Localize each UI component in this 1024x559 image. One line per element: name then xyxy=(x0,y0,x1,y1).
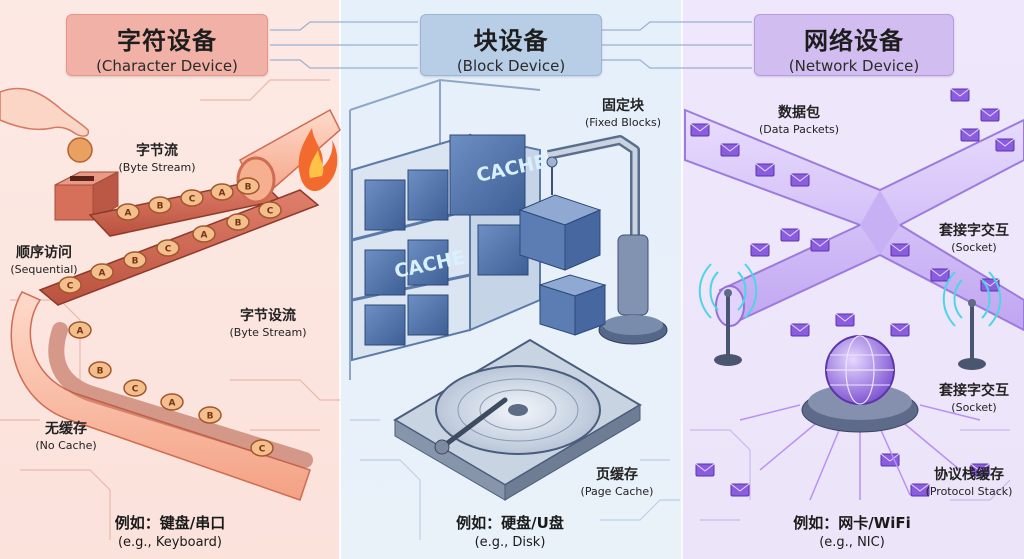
svg-text:A: A xyxy=(169,399,176,409)
storage-rack xyxy=(351,133,541,362)
svg-text:C: C xyxy=(67,282,74,292)
svg-text:C: C xyxy=(132,385,139,395)
character-device-title: 字符设备 (Character Device) xyxy=(66,14,268,76)
byte-coin: A xyxy=(210,183,234,201)
byte-coin: B xyxy=(148,196,172,214)
envelope-icon xyxy=(720,143,740,157)
label-page-cache: 页缓存 (Page Cache) xyxy=(580,467,654,498)
title-en: (Block Device) xyxy=(456,57,566,75)
network-device-title: 网络设备 (Network Device) xyxy=(754,14,954,76)
panel-divider xyxy=(681,0,683,559)
byte-coin: B xyxy=(88,361,112,379)
svg-text:A: A xyxy=(125,209,132,219)
antenna-left xyxy=(698,263,758,366)
svg-text:C: C xyxy=(165,245,172,255)
svg-text:B: B xyxy=(97,367,104,377)
byte-coin: C xyxy=(180,189,204,207)
svg-text:B: B xyxy=(157,202,164,212)
byte-coin: B xyxy=(226,213,250,231)
example-network-device: 例如：网卡/WiFi (e.g., NIC) xyxy=(793,514,911,550)
envelope-icon xyxy=(890,323,910,337)
envelope-icon xyxy=(970,463,990,477)
svg-text:C: C xyxy=(267,207,274,217)
svg-text:C: C xyxy=(259,445,266,455)
envelope-icon xyxy=(930,268,950,282)
svg-text:A: A xyxy=(219,189,226,199)
example-character-device: 例如：键盘/串口 (e.g., Keyboard) xyxy=(114,514,226,550)
label-socket-upper: 套接字交互 (Socket) xyxy=(939,223,1009,254)
byte-coins: A B C A B C A B C A B C A B C A B C xyxy=(58,177,282,457)
panel-divider xyxy=(339,0,341,559)
byte-coin: A xyxy=(192,225,216,243)
label-no-cache: 无缓存 (No Cache) xyxy=(35,421,97,452)
svg-text:B: B xyxy=(245,183,252,193)
title-zh: 字符设备 xyxy=(117,27,217,55)
byte-coin: A xyxy=(90,263,114,281)
envelope-icon xyxy=(695,463,715,477)
envelope-icon xyxy=(995,138,1015,152)
svg-text:A: A xyxy=(201,231,208,241)
byte-coin: B xyxy=(198,406,222,424)
envelope-icon xyxy=(960,128,980,142)
envelope-icon xyxy=(835,313,855,327)
envelope-icon xyxy=(880,453,900,467)
envelope-icon xyxy=(910,483,930,497)
hand-illustration xyxy=(0,87,93,163)
title-zh: 块设备 xyxy=(473,27,549,55)
data-packet-envelopes xyxy=(690,88,1015,497)
byte-coin: A xyxy=(160,393,184,411)
envelope-icon xyxy=(755,163,775,177)
svg-text:B: B xyxy=(235,219,242,229)
svg-text:B: B xyxy=(132,257,139,267)
envelope-icon xyxy=(750,243,770,257)
byte-coin: B xyxy=(123,251,147,269)
svg-text:A: A xyxy=(99,269,106,279)
envelope-icon xyxy=(810,238,830,252)
byte-coin: A xyxy=(68,321,92,339)
svg-text:A: A xyxy=(77,327,84,337)
block-circuit-lines xyxy=(350,419,680,540)
svg-text:C: C xyxy=(189,195,196,205)
envelope-icon xyxy=(690,123,710,137)
label-protocol-stack: 协议栈缓存 (Protocol Stack) xyxy=(925,467,1013,498)
byte-coin: C xyxy=(156,239,180,257)
robot-arm xyxy=(546,135,668,345)
label-byte-stream: 字节流 (Byte Stream) xyxy=(118,143,196,174)
title-connector-lines xyxy=(270,21,752,69)
label-fixed-blocks: 固定块 (Fixed Blocks) xyxy=(584,98,662,129)
envelope-icon xyxy=(790,323,810,337)
network-globe-hub xyxy=(739,335,981,501)
envelope-icon xyxy=(950,88,970,102)
title-en: (Character Device) xyxy=(96,57,238,75)
svg-text:B: B xyxy=(207,412,214,422)
envelope-icon xyxy=(780,228,800,242)
label-data-packets: 数据包 (Data Packets) xyxy=(758,105,840,136)
byte-coin: C xyxy=(258,201,282,219)
label-byte-stream-2: 字节设流 (Byte Stream) xyxy=(229,308,307,339)
byte-coin: B xyxy=(236,177,260,195)
byte-coin: A xyxy=(116,203,140,221)
floor-block-cube xyxy=(538,274,607,336)
byte-coin: C xyxy=(123,379,147,397)
net-circuit-lines xyxy=(690,429,1011,521)
envelope-icon xyxy=(980,108,1000,122)
envelope-icon xyxy=(790,173,810,187)
title-en: (Network Device) xyxy=(788,57,920,75)
envelope-icon xyxy=(730,483,750,497)
example-block-device: 例如：硬盘/U盘 (e.g., Disk) xyxy=(456,514,564,550)
label-socket-lower: 套接字交互 (Socket) xyxy=(939,383,1009,414)
block-device-title: 块设备 (Block Device) xyxy=(420,14,602,76)
input-port-box xyxy=(54,171,119,221)
byte-coin: C xyxy=(250,439,274,457)
title-zh: 网络设备 xyxy=(804,27,904,55)
envelope-icon xyxy=(890,243,910,257)
hard-disk xyxy=(393,338,642,501)
label-sequential: 顺序访问 (Sequential) xyxy=(10,245,78,276)
antenna-right xyxy=(942,271,1002,370)
fixed-block-cube xyxy=(518,194,602,271)
byte-coin: C xyxy=(58,276,82,294)
